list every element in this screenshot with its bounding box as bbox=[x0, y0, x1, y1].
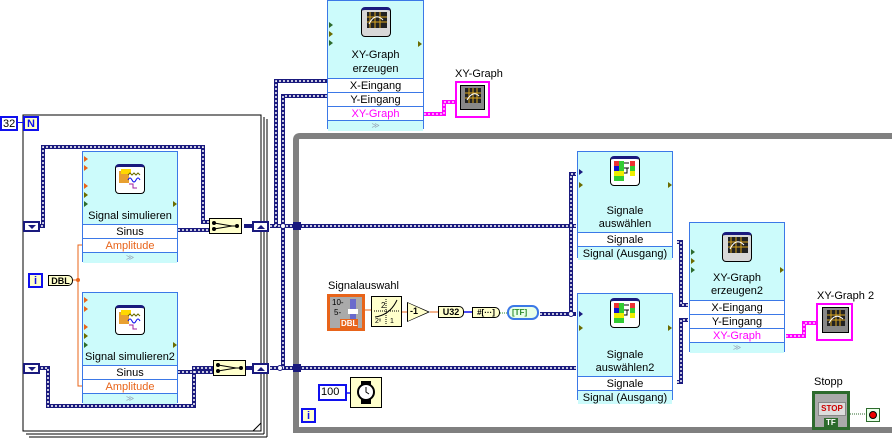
while-iteration-terminal: i bbox=[301, 408, 316, 423]
stop-button-terminal[interactable]: STOP TF bbox=[812, 391, 850, 430]
expand-handle[interactable]: ≫ bbox=[690, 342, 784, 353]
vi-title-line2: erzeugen bbox=[352, 63, 399, 75]
slider-type: DBL bbox=[340, 319, 359, 328]
select-signals-icon bbox=[610, 156, 640, 186]
output-xy-graph[interactable]: XY-Graph bbox=[328, 106, 423, 120]
input-signale[interactable]: Signale bbox=[578, 376, 672, 390]
expand-handle[interactable]: ≫ bbox=[83, 252, 177, 263]
output-signal-ausgang[interactable]: Signal (Ausgang) bbox=[578, 246, 672, 260]
shift-register-left-1 bbox=[23, 221, 40, 232]
wait-clock-icon bbox=[357, 381, 375, 404]
xy-graph-label: XY-Graph bbox=[455, 68, 503, 80]
xy-graph-icon bbox=[460, 85, 485, 110]
shift-register-right-2 bbox=[252, 363, 269, 374]
slider-tick: 5- bbox=[334, 308, 342, 317]
express-vi-signale-auswaehlen[interactable]: Signale auswählen Signale Signal (Ausgan… bbox=[577, 151, 673, 260]
output-sinus[interactable]: Sinus bbox=[83, 224, 177, 238]
stop-label: Stopp bbox=[814, 376, 843, 388]
wire-junction bbox=[280, 223, 286, 229]
to-u32-conversion: U32 bbox=[438, 306, 464, 318]
output-signal-ausgang[interactable]: Signal (Ausgang) bbox=[578, 390, 672, 404]
expand-handle[interactable]: ≫ bbox=[83, 393, 177, 404]
wire-junction bbox=[277, 365, 283, 371]
slider-tick: 10- bbox=[332, 298, 344, 307]
signal-simulator-icon bbox=[115, 305, 145, 335]
svg-text:1: 1 bbox=[390, 318, 394, 325]
xy-graph-icon bbox=[722, 232, 752, 262]
signal-simulator-icon bbox=[115, 164, 145, 194]
while-loop-frame bbox=[293, 133, 892, 433]
input-x-eingang[interactable]: X-Eingang bbox=[328, 78, 423, 92]
expand-handle[interactable]: ≫ bbox=[328, 120, 423, 131]
decrement-label: -1 bbox=[410, 306, 419, 316]
vi-title: Signal simulieren bbox=[88, 210, 172, 222]
input-y-eingang[interactable]: Y-Eingang bbox=[328, 92, 423, 106]
vi-title: Signal simulieren2 bbox=[85, 351, 175, 363]
express-vi-signale-auswaehlen2[interactable]: Signale auswählen2 Signale Signal (Ausga… bbox=[577, 293, 673, 404]
input-amplitude[interactable]: Amplitude bbox=[83, 238, 177, 252]
express-vi-signal-simulieren2[interactable]: Signal simulieren2 Sinus Amplitude ≫ bbox=[82, 292, 178, 404]
stop-condition-icon bbox=[866, 408, 880, 422]
express-vi-xy-graph-erzeugen[interactable]: XY-Graph erzeugen X-Eingang Y-Eingang XY… bbox=[327, 0, 424, 131]
express-vi-signal-simulieren[interactable]: Signal simulieren Sinus Amplitude ≫ bbox=[82, 151, 178, 263]
vi-title-line2: auswählen2 bbox=[595, 362, 655, 374]
bool-array-to-signal-selector: [TF] bbox=[507, 305, 539, 320]
signal-select-slider[interactable]: 10- 5- DBL bbox=[327, 294, 365, 331]
loop-count-constant[interactable]: 32 bbox=[0, 116, 18, 131]
input-signale[interactable]: Signale bbox=[578, 232, 672, 246]
vi-title-line1: Signale bbox=[606, 205, 644, 217]
vi-title-line1: XY-Graph bbox=[713, 272, 761, 284]
to-double-conversion: DBL bbox=[48, 275, 73, 286]
xy-graph-icon bbox=[360, 7, 391, 37]
for-loop-frame bbox=[22, 114, 268, 438]
shift-register-right-1 bbox=[252, 221, 269, 232]
express-vi-xy-graph-erzeugen2[interactable]: XY-Graph erzeugen2 X-Eingang Y-Eingang X… bbox=[689, 222, 785, 353]
stop-button-face[interactable]: STOP bbox=[818, 402, 846, 416]
shift-register-left-2 bbox=[23, 363, 40, 374]
stop-type: TF bbox=[824, 418, 838, 427]
select-signals-icon bbox=[610, 298, 640, 328]
merge-signals-node-2 bbox=[213, 360, 246, 376]
wait-ms-constant[interactable]: 100 bbox=[318, 384, 347, 401]
wire-junction bbox=[568, 311, 574, 317]
signal-select-label: Signalauswahl bbox=[328, 280, 399, 292]
vi-title-line1: Signale bbox=[606, 349, 644, 361]
input-x-eingang[interactable]: X-Eingang bbox=[690, 300, 784, 314]
input-amplitude[interactable]: Amplitude bbox=[83, 379, 177, 393]
svg-text:2ˣ: 2ˣ bbox=[375, 318, 382, 325]
loop-count-terminal: N bbox=[23, 116, 39, 131]
number-to-boolean-array: #[···] bbox=[472, 307, 500, 318]
vi-title-line1: XY-Graph bbox=[351, 49, 400, 61]
power-of-2-function: 2 2ˣ 1 bbox=[371, 296, 402, 327]
xy-graph-indicator[interactable] bbox=[455, 81, 490, 118]
xy-graph-2-indicator[interactable] bbox=[816, 303, 853, 341]
wait-ms-function bbox=[350, 377, 382, 408]
count-wire bbox=[18, 122, 23, 123]
xy-graph-icon bbox=[822, 307, 849, 333]
bool-array-label: [TF] bbox=[512, 308, 528, 317]
numeric-wires bbox=[73, 244, 438, 387]
xy-graph-2-label: XY-Graph 2 bbox=[817, 290, 875, 302]
output-xy-graph[interactable]: XY-Graph bbox=[690, 328, 784, 342]
output-sinus[interactable]: Sinus bbox=[83, 365, 177, 379]
svg-text:2: 2 bbox=[381, 301, 386, 310]
input-y-eingang[interactable]: Y-Eingang bbox=[690, 314, 784, 328]
negate-fill bbox=[408, 303, 428, 321]
vi-title-line2: erzeugen2 bbox=[711, 285, 763, 297]
for-iteration-terminal: i bbox=[28, 273, 43, 288]
loop-tunnel-2 bbox=[293, 364, 301, 372]
merge-signals-node-1 bbox=[209, 218, 242, 234]
dynamic-wires-dots bbox=[37, 80, 688, 407]
vi-title-line2: auswählen bbox=[598, 218, 652, 230]
slider-thumb[interactable] bbox=[348, 309, 358, 314]
loop-tunnel-1 bbox=[293, 222, 301, 230]
